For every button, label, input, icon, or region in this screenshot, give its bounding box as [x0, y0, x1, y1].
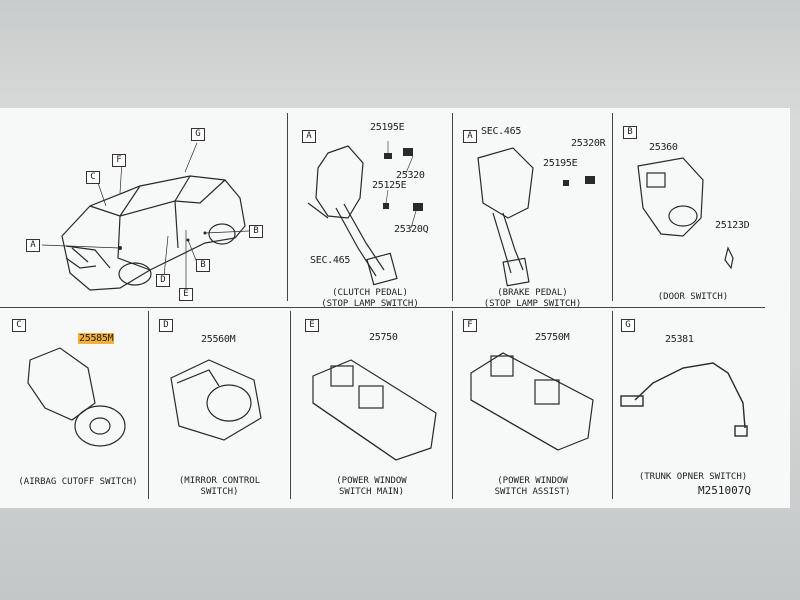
panel-caption: (CLUTCH PEDAL)(STOP LAMP SWITCH) [321, 288, 419, 309]
row-divider [0, 307, 765, 308]
airbag-switch-illustration [27, 347, 126, 447]
car-illustration [41, 142, 250, 291]
panel-letter: G [621, 319, 635, 332]
part-number: 25195E [543, 158, 578, 169]
panel-letter: F [463, 319, 477, 332]
col-divider [452, 311, 453, 499]
power-window-main-illustration [312, 359, 437, 461]
part-number: 25750M [535, 332, 570, 343]
panel-airbag-cutoff-switch: C 25585M (AIRBAG CUTOFF SWITCH) [0, 308, 148, 508]
part-number: 25123D [715, 220, 750, 231]
panel-letter: D [159, 319, 173, 332]
callout-b: B [249, 225, 263, 238]
callout-a: A [26, 239, 40, 252]
part-number: 25320R [571, 138, 606, 149]
trunk-switch-illustration [620, 362, 748, 437]
panel-caption: (DOOR SWITCH) [657, 292, 729, 302]
diagram-code: M251007Q [698, 484, 751, 497]
part-number: 25360 [649, 142, 678, 153]
panel-letter: B [623, 126, 637, 139]
col-divider [612, 311, 613, 499]
part-number: 25195E [370, 122, 405, 133]
col-divider [290, 311, 291, 499]
callout-b: B [196, 259, 210, 272]
overview-panel: G F C A D E B B [0, 108, 287, 307]
part-number: 25560M [201, 334, 236, 345]
callout-e: E [179, 288, 193, 301]
part-number: 25125E [372, 180, 407, 191]
panel-letter: A [302, 130, 316, 143]
panel-brake-pedal: A SEC.465 25320R 25195E (BRAKE PEDAL)(ST… [453, 108, 612, 309]
callout-g: G [191, 128, 205, 141]
panel-caption: (TRUNK OPNER SWITCH) [638, 472, 748, 482]
col-divider [287, 113, 288, 301]
panel-caption: (BRAKE PEDAL)(STOP LAMP SWITCH) [483, 288, 582, 309]
panel-letter: E [305, 319, 319, 332]
panel-clutch-pedal: A 25195E 25320 25125E 25320Q SEC.465 (CL… [288, 108, 452, 309]
power-window-assist-illustration [470, 352, 594, 451]
part-number: 25320Q [394, 224, 429, 235]
mirror-switch-illustration [170, 359, 262, 441]
door-switch-illustration [637, 157, 734, 270]
col-divider [148, 311, 149, 499]
panel-letter: C [12, 319, 26, 332]
brake-pedal-illustration [477, 147, 595, 287]
callout-d: D [156, 274, 170, 287]
part-number: SEC.465 [481, 126, 522, 137]
part-number: 25320 [396, 170, 425, 181]
part-number-highlighted: 25585M [78, 333, 115, 344]
panel-caption: (AIRBAG CUTOFF SWITCH) [18, 477, 138, 487]
panel-trunk-opener-switch: G 25381 (TRUNK OPNER SWITCH) [613, 308, 773, 508]
parts-diagram-sheet: G F C A D E B B A 25195E 25320 25125E 25… [0, 108, 790, 508]
panel-door-switch: B 25360 25123D (DOOR SWITCH) [613, 108, 773, 307]
panel-letter: A [463, 130, 477, 143]
part-number: 25381 [665, 334, 694, 345]
clutch-pedal-illustration [307, 141, 423, 286]
part-number: SEC.465 [310, 255, 351, 266]
callout-f: F [112, 154, 126, 167]
part-number: 25750 [369, 332, 398, 343]
callout-c: C [86, 171, 100, 184]
col-divider [612, 113, 613, 301]
col-divider [452, 113, 453, 301]
